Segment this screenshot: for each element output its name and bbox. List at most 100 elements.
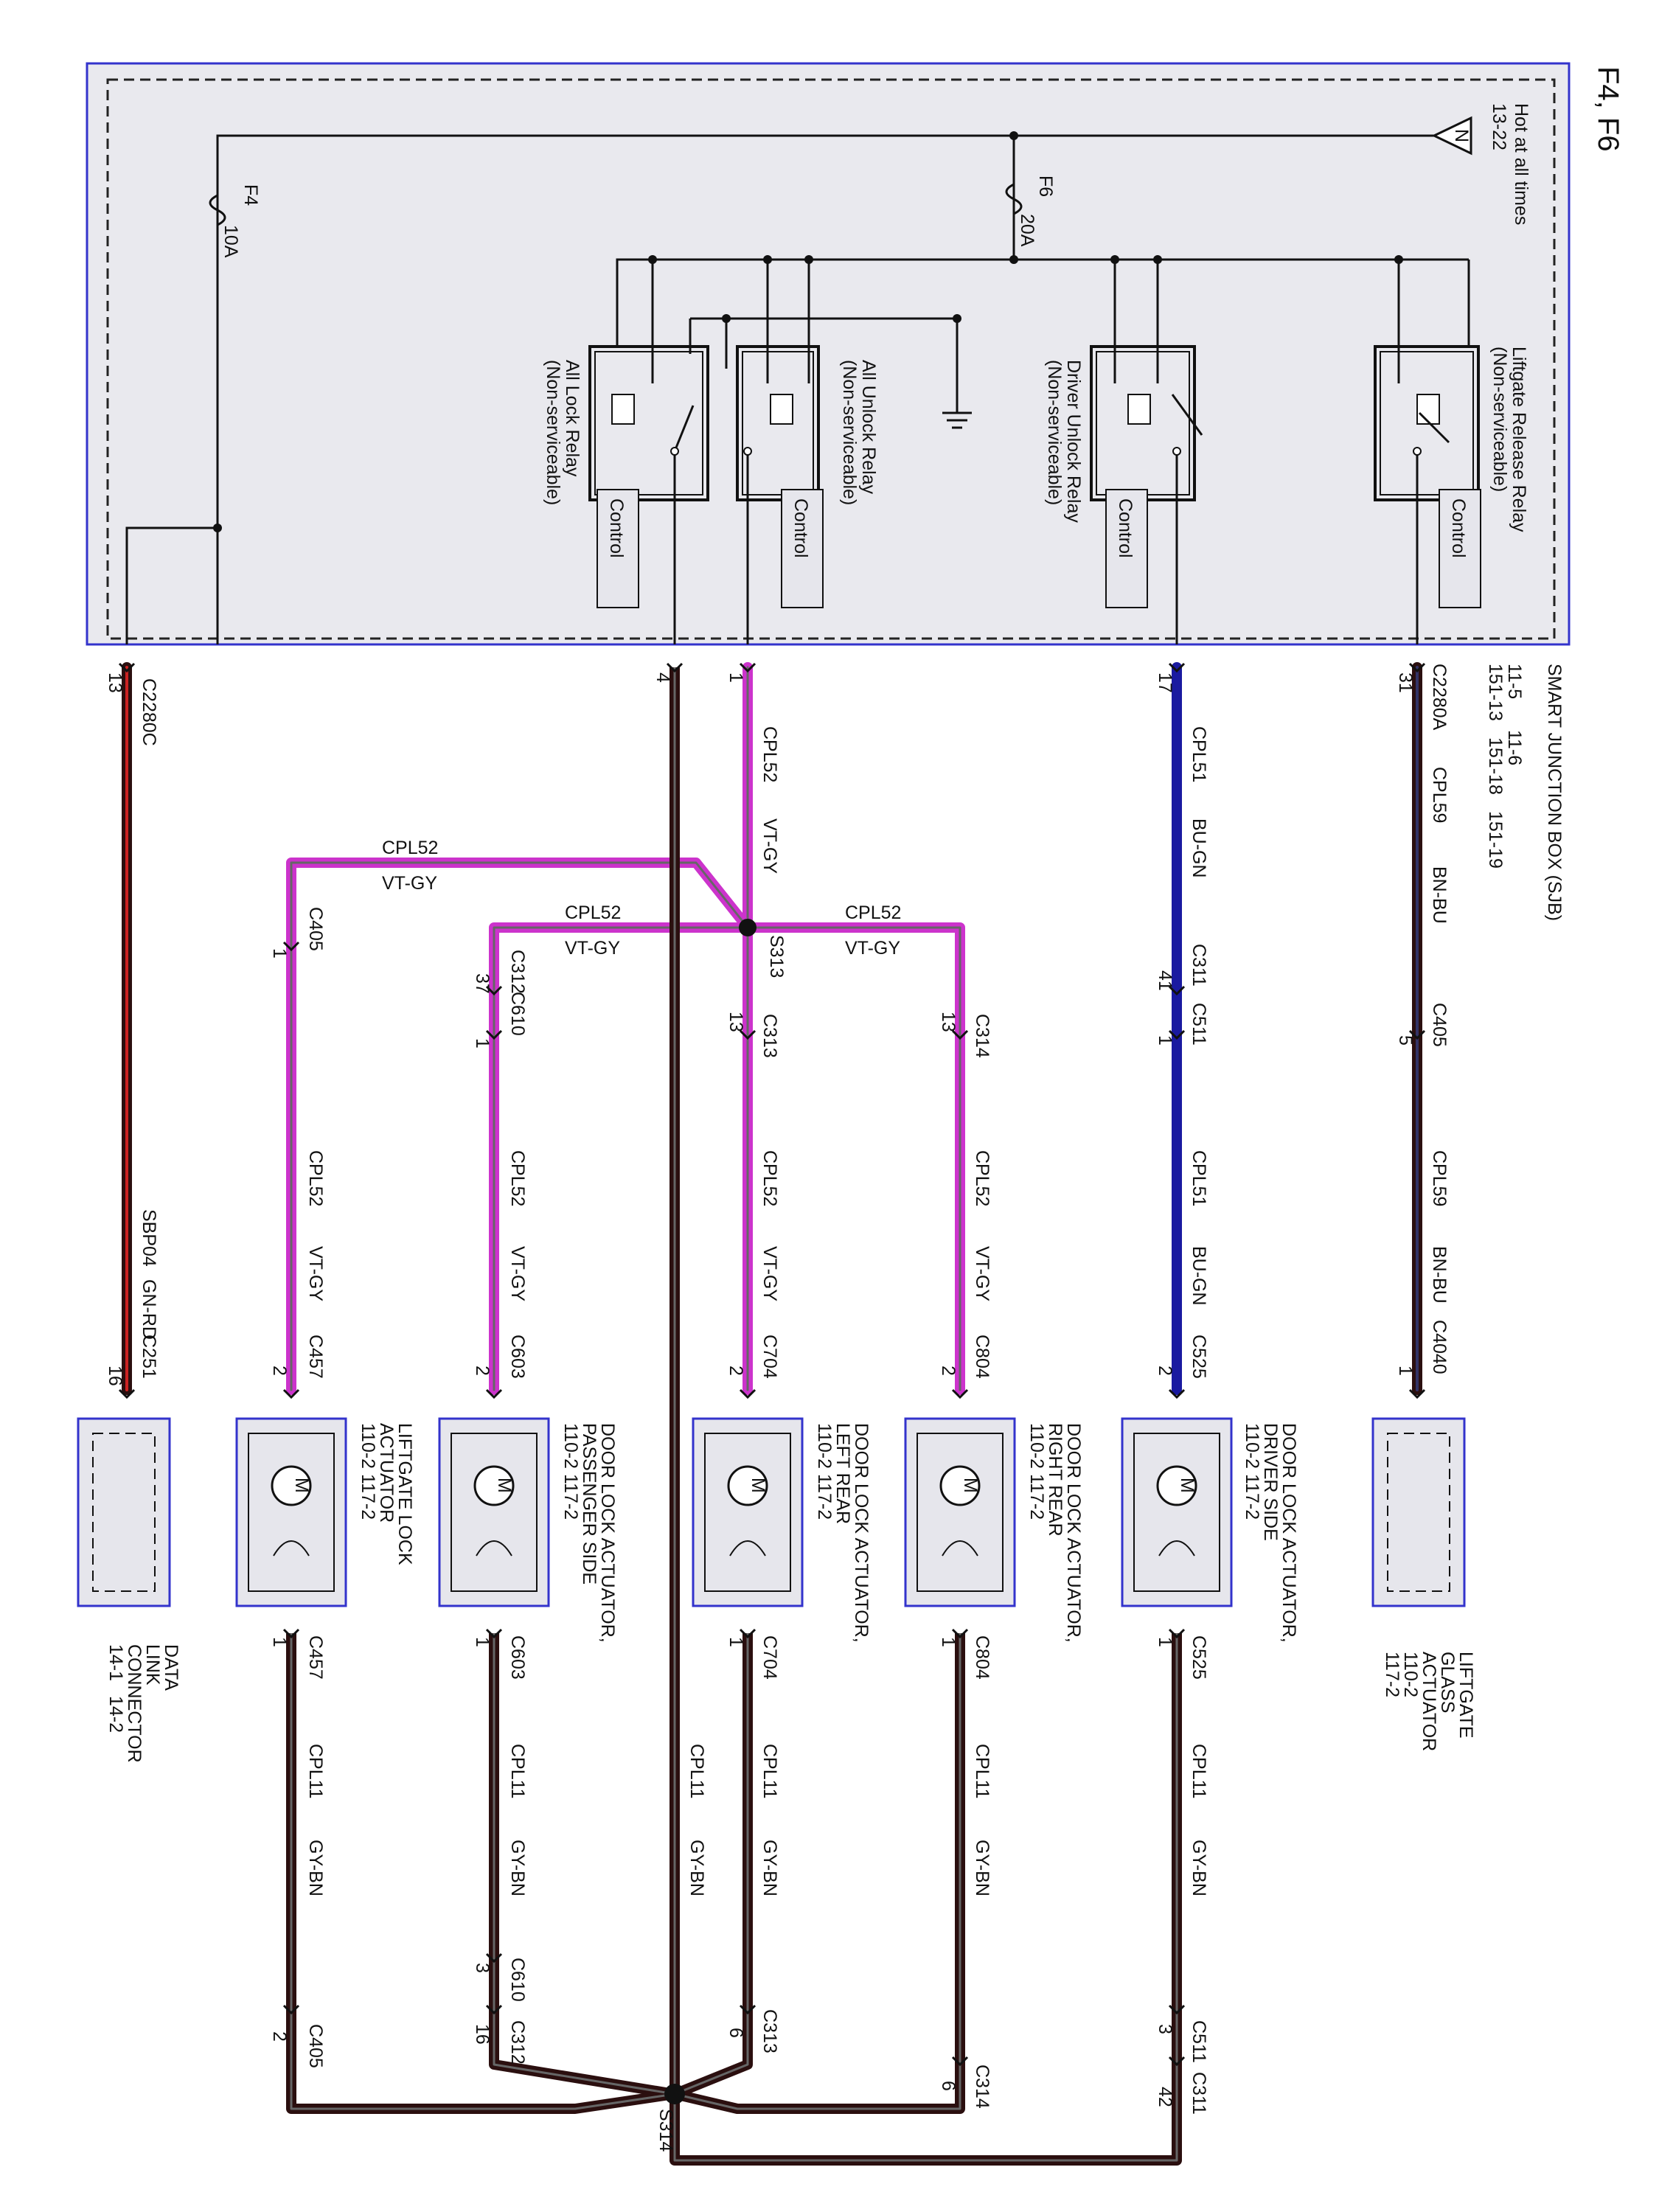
svg-text:5: 5 bbox=[1395, 1035, 1416, 1046]
svg-text:M: M bbox=[748, 1478, 768, 1493]
liftgate-glass-actuator bbox=[1371, 1417, 1466, 1607]
svg-text:M: M bbox=[494, 1478, 515, 1493]
svg-text:2: 2 bbox=[269, 1366, 290, 1376]
fuse-f4-rating: 10A bbox=[220, 225, 241, 258]
svg-text:11-5: 11-5 bbox=[1504, 664, 1525, 699]
hot-at-all-times-icon: N bbox=[1431, 116, 1472, 156]
svg-text:VT-GY: VT-GY bbox=[382, 873, 437, 894]
svg-text:VT-GY: VT-GY bbox=[759, 1246, 780, 1301]
splice-s314 bbox=[664, 2084, 685, 2104]
dlc-r1: 14-1 bbox=[105, 1644, 126, 1681]
relay-all-lock bbox=[588, 345, 709, 501]
svg-text:CPL11: CPL11 bbox=[305, 1744, 326, 1799]
fuse-f6-rating: 20A bbox=[1017, 214, 1037, 247]
control-box-all-unlock: Control bbox=[781, 489, 824, 608]
left-rear-l2: LEFT REAR bbox=[832, 1423, 853, 1524]
svg-text:GY-BN: GY-BN bbox=[972, 1840, 992, 1896]
conn-c610-top: C610 bbox=[507, 992, 528, 1036]
svg-text:Control: Control bbox=[606, 498, 627, 558]
svg-text:151-19: 151-19 bbox=[1485, 811, 1506, 869]
conn-c511-bot: C511 bbox=[1189, 2020, 1209, 2063]
relay-driver-name: Driver Unlock Relay bbox=[1063, 360, 1084, 523]
right-rear-l2: RIGHT REAR bbox=[1045, 1423, 1065, 1537]
svg-text:13: 13 bbox=[105, 672, 125, 693]
svg-text:13: 13 bbox=[938, 1012, 959, 1032]
liftgate-glass-r2: 117-2 bbox=[1382, 1652, 1402, 1697]
relay-all-lock-note: (Non-serviceable) bbox=[543, 360, 563, 505]
door-lock-actuator-right-rear bbox=[904, 1417, 1016, 1607]
svg-text:CPL11: CPL11 bbox=[759, 1744, 780, 1799]
svg-text:CPL52: CPL52 bbox=[759, 726, 780, 782]
conn-c804-top: C804 bbox=[972, 1335, 992, 1379]
svg-text:CPL51: CPL51 bbox=[1189, 1150, 1209, 1206]
svg-text:CPL52: CPL52 bbox=[759, 1150, 780, 1206]
driver-l2: DRIVER SIDE bbox=[1260, 1423, 1281, 1541]
svg-text:151-18: 151-18 bbox=[1485, 737, 1506, 795]
dlc-l1: DATA bbox=[161, 1644, 181, 1691]
svg-text:M: M bbox=[1177, 1478, 1197, 1493]
hot-ref: 13-22 bbox=[1489, 103, 1509, 150]
svg-text:VT-GY: VT-GY bbox=[845, 938, 900, 959]
svg-text:CPL11: CPL11 bbox=[972, 1744, 992, 1799]
door-lock-actuator-passenger bbox=[438, 1417, 550, 1607]
left-rear-refs: 110-2 117-2 bbox=[814, 1423, 835, 1520]
left-rear-l1: DOOR LOCK ACTUATOR, bbox=[851, 1423, 872, 1643]
liftgate-glass-l1: LIFTGATE bbox=[1455, 1652, 1476, 1739]
conn-c312-bot: C312 bbox=[507, 2020, 528, 2065]
svg-text:CPL52: CPL52 bbox=[565, 902, 621, 923]
conn-c312-top: C312 bbox=[507, 950, 528, 994]
conn-c2280c: C2280C bbox=[139, 678, 159, 746]
sjb-refs: 11-5 11-6 151-13 151-18 151-19 bbox=[1485, 664, 1525, 869]
connector-chevrons bbox=[118, 662, 1426, 2067]
svg-text:1: 1 bbox=[726, 672, 746, 683]
conn-c511-top: C511 bbox=[1189, 1003, 1209, 1046]
circuit-labels: CPL59 BN-BU CPL59 BN-BU CPL51 BU-GN CPL5… bbox=[139, 726, 1450, 1896]
relay-liftgate-name: Liftgate Release Relay bbox=[1509, 347, 1529, 532]
svg-text:1: 1 bbox=[726, 1637, 746, 1647]
svg-text:2: 2 bbox=[938, 1366, 959, 1376]
svg-text:1: 1 bbox=[472, 1637, 493, 1647]
splice-s313 bbox=[739, 919, 757, 936]
right-rear-refs: 110-2 117-2 bbox=[1026, 1423, 1047, 1520]
conn-c457-bot: C457 bbox=[305, 1635, 326, 1680]
motor-labels: M M M M M bbox=[291, 1478, 1197, 1493]
conn-c405-bot: C405 bbox=[305, 2024, 326, 2068]
door-lock-actuator-left-rear bbox=[692, 1417, 804, 1607]
svg-text:4: 4 bbox=[653, 672, 673, 683]
svg-text:CPL11: CPL11 bbox=[1189, 1744, 1209, 1799]
svg-text:VT-GY: VT-GY bbox=[305, 1246, 326, 1301]
svg-text:GY-BN: GY-BN bbox=[759, 1840, 780, 1896]
svg-text:37: 37 bbox=[472, 973, 493, 994]
door-lock-actuator-driver bbox=[1121, 1417, 1233, 1607]
liftgate-lock-l2: ACTUATOR bbox=[376, 1423, 397, 1523]
liftgate-glass-r1: 110-2 bbox=[1400, 1652, 1421, 1697]
conn-c2280a: C2280A bbox=[1429, 664, 1450, 731]
conn-c704-top: C704 bbox=[759, 1335, 780, 1379]
svg-text:41: 41 bbox=[1155, 970, 1175, 991]
svg-text:BN-BU: BN-BU bbox=[1429, 1246, 1450, 1304]
svg-text:16: 16 bbox=[472, 2024, 493, 2045]
sjb-frame bbox=[86, 62, 1571, 646]
data-link-connector bbox=[77, 1417, 171, 1607]
svg-text:11-6: 11-6 bbox=[1504, 730, 1525, 765]
svg-text:3: 3 bbox=[472, 1963, 493, 1973]
svg-text:2: 2 bbox=[269, 2031, 290, 2042]
svg-text:CPL52: CPL52 bbox=[305, 1150, 326, 1206]
conn-c313-bot: C313 bbox=[759, 2009, 780, 2053]
splice-s313-label: S313 bbox=[766, 935, 787, 978]
svg-text:1: 1 bbox=[1395, 1366, 1416, 1376]
liftgate-lock-actuator bbox=[235, 1417, 347, 1607]
passenger-l1: DOOR LOCK ACTUATOR, bbox=[597, 1423, 618, 1643]
conn-c314-bot: C314 bbox=[972, 2065, 992, 2109]
ground-symbol bbox=[942, 411, 972, 429]
svg-text:13: 13 bbox=[726, 1012, 746, 1032]
relay-all-unlock-name: All Unlock Relay bbox=[858, 360, 879, 495]
conn-c525-bot: C525 bbox=[1189, 1635, 1209, 1680]
relay-liftgate-release bbox=[1374, 345, 1480, 501]
svg-text:1: 1 bbox=[1155, 1637, 1175, 1647]
svg-text:VT-GY: VT-GY bbox=[507, 1246, 528, 1301]
svg-text:VT-GY: VT-GY bbox=[972, 1246, 992, 1301]
control-box-liftgate: Control bbox=[1439, 489, 1481, 608]
svg-text:SBP04: SBP04 bbox=[139, 1209, 159, 1267]
conn-c457-top: C457 bbox=[305, 1335, 326, 1379]
